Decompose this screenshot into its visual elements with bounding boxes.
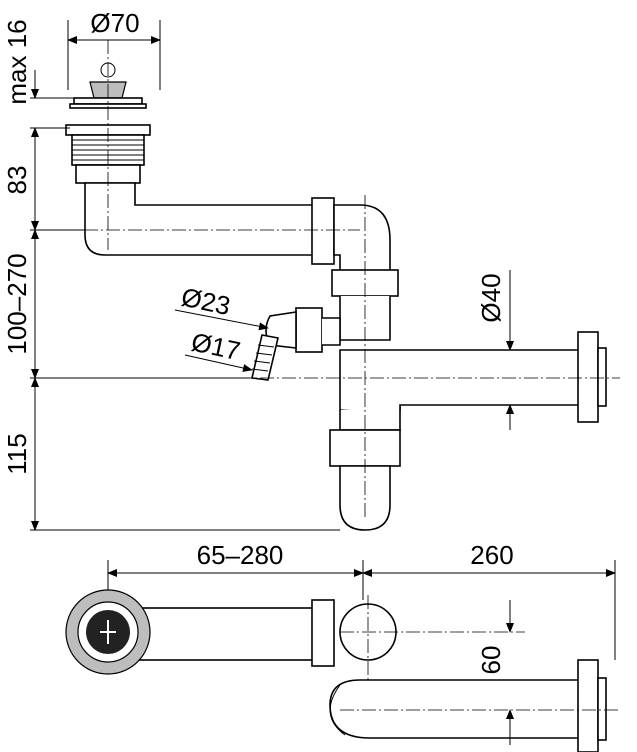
outlet-pipe: [339, 349, 586, 411]
dimension-lines: [30, 20, 514, 531]
side-view: [40, 40, 620, 531]
outlet-pipe-top: [329, 679, 586, 739]
dim-inlet-span: 65–280: [197, 540, 284, 570]
wall-flange: [577, 331, 599, 423]
inlet-nut: [311, 197, 335, 265]
elbow: [333, 204, 391, 273]
top-view: [65, 560, 620, 752]
dim-outlet-to-bottom: 115: [2, 433, 32, 474]
dim-pipe-to-outlet: 100–270: [2, 253, 32, 354]
dim-outlet-offset: 60: [476, 646, 506, 675]
dim-strainer-to-pipe: 83: [2, 166, 32, 195]
dim-outlet-diameter: Ø40: [476, 273, 506, 322]
dim-strainer-diameter: Ø70: [90, 8, 139, 38]
dim-hose-outer: Ø23: [179, 282, 233, 322]
dim-hose-inner: Ø17: [189, 327, 243, 367]
hose-connector: [251, 307, 341, 381]
dim-outlet-length: 260: [470, 540, 513, 570]
dim-strainer-height: max 16: [2, 19, 32, 104]
inlet-pipe: [84, 182, 319, 256]
